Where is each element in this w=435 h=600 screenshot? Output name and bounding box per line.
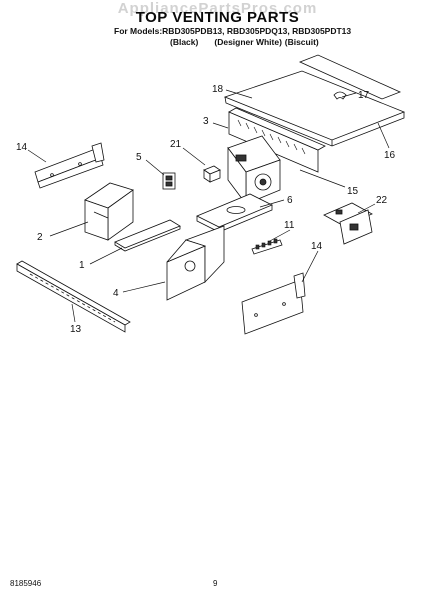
- variant-designer-white: (Designer White): [214, 37, 282, 47]
- part-switch[interactable]: [162, 172, 176, 190]
- page-title: TOP VENTING PARTS: [135, 9, 300, 26]
- callout-14-upper: 14: [16, 142, 28, 153]
- part-air-deflector[interactable]: [84, 182, 134, 241]
- callout-labels: 18 17 3 16 14 21 5 15 22 6 2 11 1 14 4 1…: [16, 84, 396, 335]
- color-variants: (Black) (Designer White) (Biscuit): [170, 37, 370, 47]
- document-number: 8185946: [10, 579, 42, 588]
- callout-3: 3: [203, 116, 209, 127]
- callout-11: 11: [284, 220, 295, 231]
- part-vent-bracket[interactable]: [228, 107, 326, 173]
- callout-13: 13: [70, 324, 82, 335]
- callout-16: 16: [384, 150, 396, 161]
- callout-6: 6: [287, 195, 293, 206]
- variant-black: (Black): [170, 37, 199, 47]
- leader-lines: [27, 89, 390, 323]
- part-duct-housing[interactable]: [166, 225, 225, 301]
- callout-22: 22: [376, 195, 388, 206]
- variant-biscuit: (Biscuit): [284, 37, 319, 47]
- callout-1: 1: [79, 260, 85, 271]
- callout-18: 18: [212, 84, 224, 95]
- part-blower-assembly[interactable]: [227, 135, 281, 206]
- part-relay[interactable]: [203, 165, 221, 183]
- part-flat-strip[interactable]: [114, 219, 181, 252]
- watermark: AppliancePartsPros.com: [117, 0, 318, 17]
- part-side-bracket-upper[interactable]: [34, 142, 105, 189]
- part-mounting-clip[interactable]: [323, 202, 373, 245]
- part-terminal-strip[interactable]: [251, 238, 283, 255]
- part-long-rail[interactable]: [16, 260, 131, 333]
- callout-14-lower: 14: [311, 241, 323, 252]
- part-top-cover-panel[interactable]: [223, 54, 406, 147]
- callout-5: 5: [136, 152, 142, 163]
- callout-17: 17: [358, 90, 370, 101]
- callout-4: 4: [113, 288, 119, 299]
- callout-21: 21: [170, 139, 182, 150]
- callout-15: 15: [347, 186, 359, 197]
- part-side-bracket-lower[interactable]: [241, 272, 306, 335]
- page-number: 9: [213, 579, 218, 588]
- part-vent-grille-clip[interactable]: [333, 91, 347, 100]
- model-numbers: For Models:RBD305PDB13, RBD305PDQ13, RBD…: [114, 26, 352, 36]
- part-duct-plate[interactable]: [196, 193, 273, 233]
- callout-2: 2: [37, 232, 43, 243]
